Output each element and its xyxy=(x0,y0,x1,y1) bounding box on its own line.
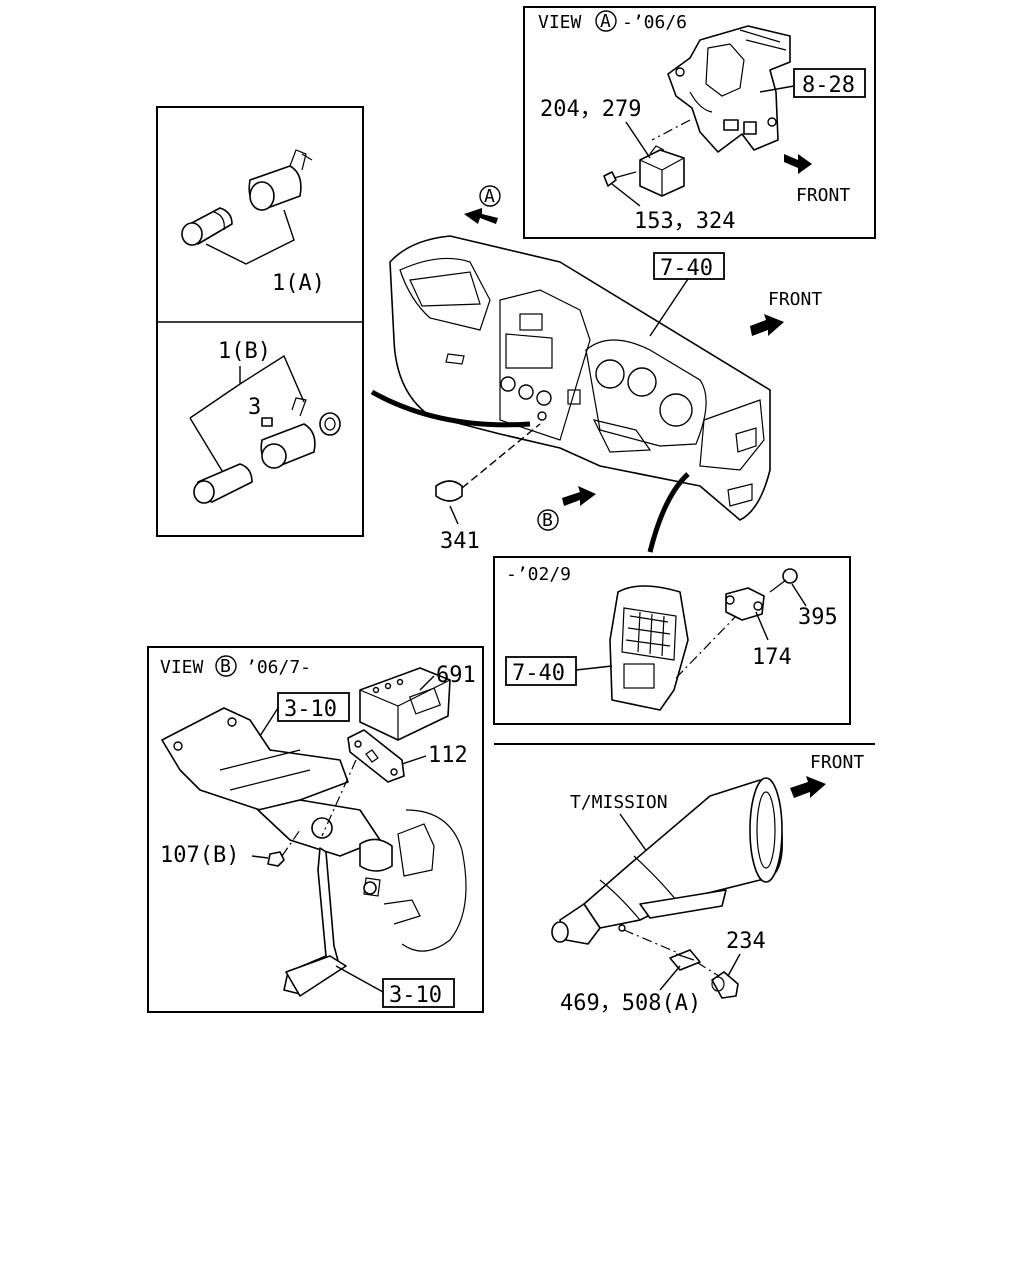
view-b-frame xyxy=(147,646,484,1013)
ref-box-7-40-dash xyxy=(653,252,725,280)
callout-341: 341 xyxy=(440,529,480,554)
leader-107b xyxy=(251,855,269,859)
callout-112: 112 xyxy=(428,743,468,768)
ref-box-8-28 xyxy=(793,68,866,98)
nut-107b-drawing xyxy=(267,829,301,867)
leader-204-279 xyxy=(625,121,651,159)
leader-234 xyxy=(727,953,741,977)
vent-drawing xyxy=(609,585,689,711)
bracket-112-drawing xyxy=(347,729,405,783)
callout-1b: 1(B) xyxy=(218,339,271,364)
leader-174 xyxy=(755,611,769,641)
screw-395-drawing xyxy=(769,568,798,593)
view-b-panel: VIEW B ’06/7- xyxy=(147,646,484,1013)
view-b-dash-line xyxy=(321,759,357,837)
view-a-date: -’06/6 xyxy=(622,12,687,33)
tmission-label: T/MISSION xyxy=(570,792,668,813)
leader-112 xyxy=(401,755,427,765)
ref-7-40-dash: 7-40 xyxy=(660,256,713,281)
view-b-date: ’06/7- xyxy=(246,657,311,678)
view-a-title: VIEW xyxy=(538,12,582,33)
switch-174-drawing xyxy=(725,587,765,621)
marker-a-circle xyxy=(479,185,501,207)
lighter-b-drawing xyxy=(193,397,341,504)
view-arrow-icon xyxy=(464,208,498,224)
inset-dash-line xyxy=(675,611,741,679)
leader-7-40-inset xyxy=(575,665,613,671)
view-b-circle xyxy=(215,655,237,677)
module-691-drawing xyxy=(359,667,451,741)
callout-395: 395 xyxy=(798,605,838,630)
ref-8-28: 8-28 xyxy=(802,73,855,98)
marker-b-circle xyxy=(537,509,559,531)
ref-7-40-inset: 7-40 xyxy=(512,661,565,686)
leader-1a xyxy=(205,209,295,265)
ref-3-10-bottom: 3-10 xyxy=(389,983,442,1008)
transmission-drawing xyxy=(551,777,783,979)
dash-front-label: FRONT xyxy=(768,289,822,310)
leader-691 xyxy=(419,675,435,691)
front-arrow-icon xyxy=(784,154,812,174)
callout-3: 3 xyxy=(248,395,261,420)
front-arrow-icon xyxy=(790,776,826,798)
lighter-a-drawing xyxy=(181,149,313,246)
callout-469-508a: 469，508(A) xyxy=(560,991,701,1016)
inset-0209-frame xyxy=(493,556,851,725)
inset-0209-date: -’02/9 xyxy=(506,564,571,585)
transmission-section: FRONT T/MISSION 234 469，508(A) xyxy=(551,752,864,1016)
pedal-assembly-drawing xyxy=(161,707,467,997)
callout-1a: 1(A) xyxy=(272,271,325,296)
callout-107b: 107(B) xyxy=(160,843,239,868)
dashboard-drawing xyxy=(389,235,771,521)
switch-234-drawing xyxy=(711,971,739,999)
callout-691: 691 xyxy=(436,663,476,688)
leader-8-28 xyxy=(759,85,795,93)
view-arrow-icon xyxy=(562,486,596,506)
view-a-frame xyxy=(523,6,876,239)
view-b-title: VIEW xyxy=(160,657,204,678)
marker-b-label: B xyxy=(542,510,553,531)
leader-7-40-dash xyxy=(649,278,689,337)
front-arrow-icon xyxy=(750,314,784,336)
clip-341-drawing xyxy=(435,423,541,502)
callout-153-324: 153，324 xyxy=(634,209,735,234)
pointer-curve-vent xyxy=(647,472,690,553)
leader-3-10-bottom xyxy=(335,965,384,993)
leader-tmission xyxy=(619,813,651,857)
leader-3-10-top xyxy=(259,707,279,737)
lighter-panel: 1(A) 1(B) 3 xyxy=(156,106,364,537)
pointer-curve-lighter xyxy=(370,389,531,428)
callout-174: 174 xyxy=(752,645,792,670)
leader-395 xyxy=(791,583,807,607)
leader-153-324 xyxy=(611,183,641,207)
view-b-letter: B xyxy=(220,656,231,677)
leader-469-508a xyxy=(659,965,681,991)
leader-1b xyxy=(189,354,305,419)
marker-a-label: A xyxy=(484,186,495,207)
ref-box-7-40-inset xyxy=(505,656,577,686)
ref-3-10-top: 3-10 xyxy=(284,697,337,722)
leader-341 xyxy=(449,505,459,525)
ref-box-3-10-bottom xyxy=(382,978,455,1008)
sensor-469-drawing xyxy=(669,949,701,971)
view-a-bracket-drawing xyxy=(603,25,791,197)
view-a-circle xyxy=(595,10,617,32)
ref-box-3-10-top xyxy=(277,692,350,722)
tmission-front-label: FRONT xyxy=(810,752,864,773)
view-a-letter: A xyxy=(600,11,611,32)
inset-0209-panel: -’02/9 7-40 395 174 xyxy=(493,556,851,725)
view-a-front-label: FRONT xyxy=(796,185,850,206)
callout-234: 234 xyxy=(726,929,766,954)
callout-204-279: 204，279 xyxy=(540,97,641,122)
view-a-panel: VIEW A -’06/6 8-28 204，279 153， xyxy=(523,6,876,239)
